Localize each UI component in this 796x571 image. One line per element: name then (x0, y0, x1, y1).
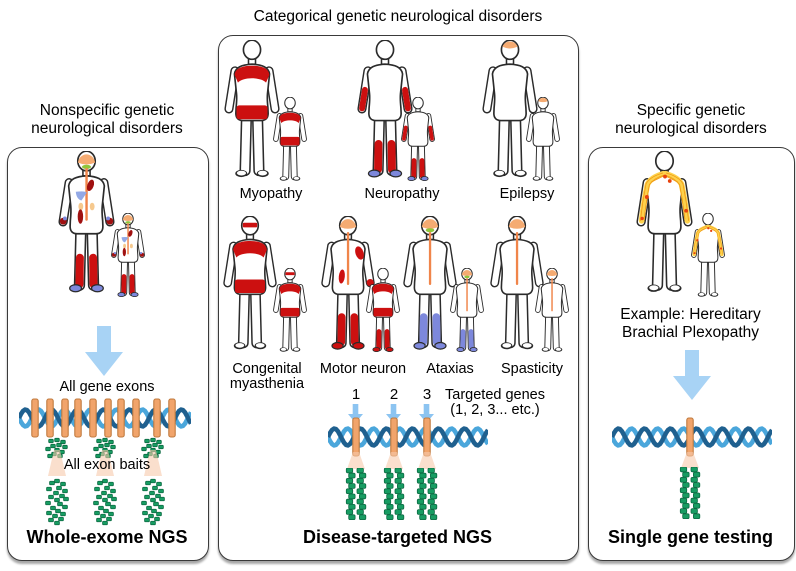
bait-cluster-icon (87, 477, 123, 527)
myopathy-label: Myopathy (239, 186, 303, 202)
center-title: Categorical genetic neurological disorde… (253, 8, 543, 25)
arrow-down-icon (672, 350, 712, 400)
right-title-line2: neurological disorders (615, 120, 767, 137)
beam-icon (681, 452, 699, 468)
exon-baits-label: All exon baits (63, 457, 151, 473)
spasticity-label: Spasticity (500, 361, 564, 377)
figure-spasticity-child (533, 268, 571, 356)
figure-plexopathy-child (689, 213, 727, 301)
example-label: Example: Hereditary Brachial Plexopathy (588, 306, 793, 342)
figure-congenital-myasthenia-child (271, 268, 309, 356)
whole-exome-ngs-label: Whole-exome NGS (26, 527, 188, 547)
figure-spasticity-adult (487, 216, 547, 356)
bead-column-icon (382, 468, 406, 524)
beam-icon (48, 450, 66, 476)
bead-column-icon (344, 468, 368, 524)
arrow-down-icon (84, 326, 124, 376)
beam-icon (385, 452, 403, 469)
targeted-genes-label: Targeted genes (1, 2, 3... etc.) (436, 388, 554, 418)
figure-ataxias-adult (400, 216, 460, 356)
example-label-line2: Brachial Plexopathy (622, 324, 759, 341)
congenital-myasthenia-label: Congenital myasthenia (197, 362, 337, 392)
congenital-label-line2: myasthenia (229, 376, 305, 392)
gene-exons-label: All gene exons (59, 379, 155, 395)
motor-neuron-label: Motor neuron (319, 361, 407, 377)
gene-number-1: 1 (351, 386, 361, 403)
disease-targeted-ngs-label: Disease-targeted NGS (302, 527, 493, 547)
figure-myopathy-child (271, 97, 309, 185)
targeted-genes-line2: (1, 2, 3... etc.) (450, 402, 540, 418)
bead-column-icon (678, 467, 702, 523)
figure-nonspecific-adult (55, 151, 118, 299)
figure-neuropathy-child (399, 97, 437, 185)
single-gene-testing-label: Single gene testing (607, 527, 774, 547)
beam-icon (144, 450, 162, 476)
figure-ataxias-child (448, 268, 486, 356)
bait-cluster-icon (39, 477, 75, 527)
epilepsy-label: Epilepsy (499, 186, 555, 202)
beam-icon (347, 452, 365, 469)
neuropathy-label: Neuropathy (364, 186, 440, 202)
gene-number-2: 2 (389, 386, 399, 403)
dna-targeted-icon (328, 413, 488, 461)
dna-single-gene-icon (612, 413, 772, 461)
left-title-line1: Nonspecific genetic (39, 102, 175, 119)
targeted-genes-line1: Targeted genes (445, 387, 545, 403)
left-title-line2: neurological disorders (31, 120, 183, 137)
bait-cluster-icon (135, 477, 171, 527)
figure-congenital-myasthenia-adult (220, 216, 280, 356)
bead-column-icon (415, 468, 439, 524)
beam-icon (418, 452, 436, 469)
example-label-line1: Example: Hereditary (620, 306, 761, 323)
figure-motor-neuron-adult (318, 216, 378, 356)
figure-epilepsy-adult (479, 40, 541, 184)
figure-motor-neuron-child (364, 268, 402, 356)
figure-myopathy-adult (221, 40, 283, 184)
right-title-line1: Specific genetic (636, 102, 746, 119)
figure-epilepsy-child (524, 97, 562, 185)
beam-icon (96, 450, 114, 476)
dna-all-exons-icon (19, 394, 191, 442)
ataxias-label: Ataxias (426, 361, 474, 377)
right-title: Specific genetic neurological disorders (586, 102, 796, 138)
congenital-label-line1: Congenital (232, 361, 302, 377)
bait-cluster-icon (136, 436, 170, 462)
left-title: Nonspecific genetic neurological disorde… (2, 102, 212, 138)
gene-number-3: 3 (422, 386, 432, 403)
figure-plexopathy-adult (633, 151, 696, 299)
figure-neuropathy-adult (354, 40, 416, 184)
figure-nonspecific-child (109, 213, 147, 301)
